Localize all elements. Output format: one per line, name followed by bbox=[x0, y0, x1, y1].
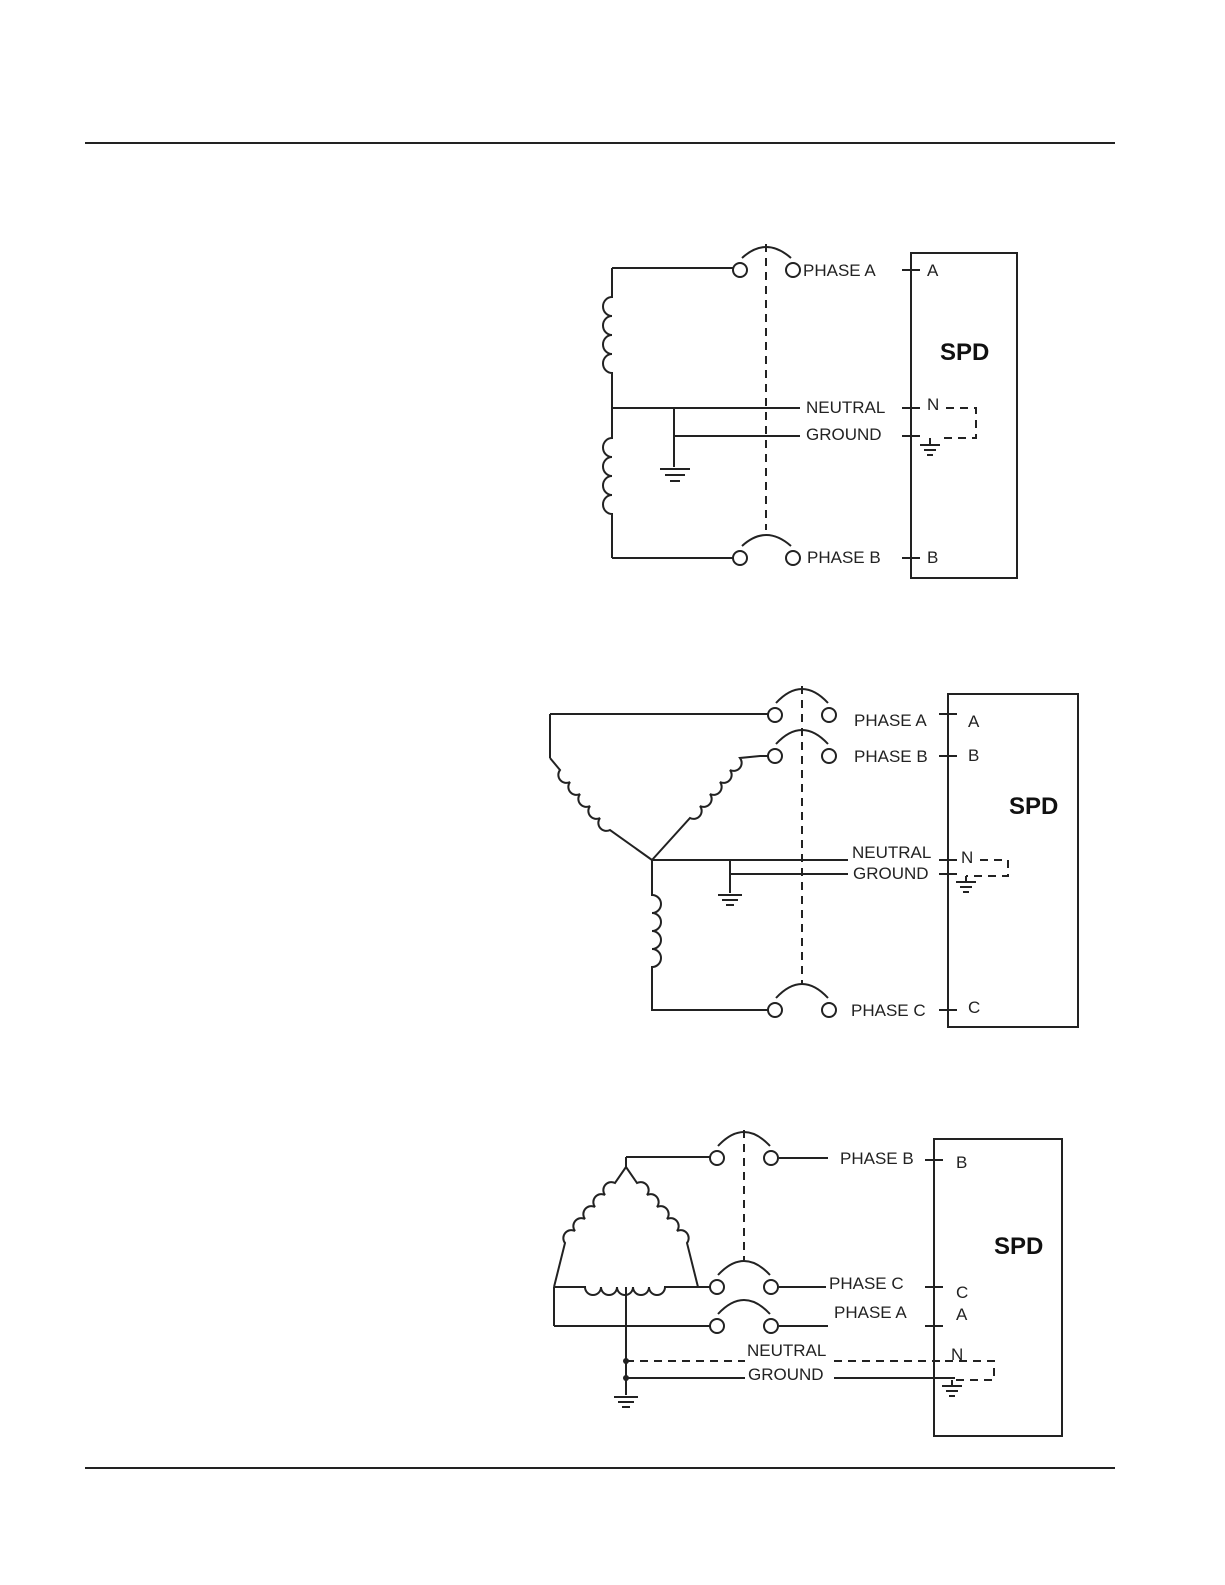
spd-label: SPD bbox=[940, 339, 989, 366]
terminal-a-label: A bbox=[956, 1305, 968, 1324]
label-neutral: NEUTRAL bbox=[747, 1341, 826, 1360]
terminal-c-label: C bbox=[956, 1283, 968, 1302]
delta-coil-right bbox=[626, 1167, 698, 1287]
transformer-coil-lower bbox=[603, 408, 612, 558]
transformer-coil-upper bbox=[603, 268, 612, 408]
terminal-b-label: B bbox=[968, 746, 979, 765]
terminal-n-label: N bbox=[961, 848, 973, 867]
diagram-wye: PHASE A PHASE B NEUTRAL GROUND PHASE C S… bbox=[550, 686, 1078, 1027]
breaker-c-terminal-right bbox=[764, 1280, 778, 1294]
spd-box bbox=[911, 253, 1017, 578]
spd-label: SPD bbox=[994, 1233, 1043, 1260]
diagram-delta: PHASE B PHASE C PHASE A NEUTRAL GROUND S… bbox=[554, 1130, 1062, 1436]
label-phase-c: PHASE C bbox=[829, 1274, 904, 1293]
terminal-b-label: B bbox=[927, 548, 938, 567]
breaker-b-terminal-right bbox=[786, 551, 800, 565]
breaker-a-terminal-right bbox=[786, 263, 800, 277]
breaker-a-terminal-left bbox=[710, 1319, 724, 1333]
breaker-a-terminal-right bbox=[764, 1319, 778, 1333]
breaker-b-terminal-left bbox=[710, 1151, 724, 1165]
delta-coil-left bbox=[554, 1167, 626, 1287]
label-phase-a: PHASE A bbox=[834, 1303, 907, 1322]
label-neutral: NEUTRAL bbox=[852, 843, 931, 862]
diagram-split-phase: PHASE A NEUTRAL GROUND PHASE B SPD A N B bbox=[603, 244, 1017, 578]
breaker-c-arc bbox=[718, 1261, 770, 1275]
breaker-c-terminal-left bbox=[768, 1003, 782, 1017]
breaker-b-terminal-right bbox=[822, 749, 836, 763]
ground-symbol bbox=[660, 469, 690, 481]
breaker-a-terminal-left bbox=[768, 708, 782, 722]
label-phase-a: PHASE A bbox=[854, 711, 927, 730]
label-phase-b: PHASE B bbox=[854, 747, 928, 766]
label-ground: GROUND bbox=[806, 425, 882, 444]
breaker-a-terminal-right bbox=[822, 708, 836, 722]
breaker-b-arc bbox=[742, 535, 791, 546]
label-ground: GROUND bbox=[853, 864, 929, 883]
ground-symbol bbox=[614, 1397, 638, 1407]
label-phase-c: PHASE C bbox=[851, 1001, 926, 1020]
spd-label: SPD bbox=[1009, 793, 1058, 820]
ground-symbol bbox=[718, 895, 742, 905]
terminal-b-label: B bbox=[956, 1153, 967, 1172]
wye-coil-c bbox=[652, 860, 768, 1010]
breaker-b-terminal-right bbox=[764, 1151, 778, 1165]
breaker-a-terminal-left bbox=[733, 263, 747, 277]
wye-coil-a bbox=[550, 758, 652, 860]
breaker-c-terminal-left bbox=[710, 1280, 724, 1294]
neutral-ground-jumper bbox=[940, 408, 976, 438]
terminal-a-label: A bbox=[968, 712, 980, 731]
breaker-a-arc bbox=[718, 1300, 770, 1314]
label-phase-b: PHASE B bbox=[840, 1149, 914, 1168]
spd-ground-symbol bbox=[942, 1380, 962, 1396]
spd-ground-symbol bbox=[956, 876, 976, 892]
terminal-a-label: A bbox=[927, 261, 939, 280]
terminal-c-label: C bbox=[968, 998, 980, 1017]
breaker-c-terminal-right bbox=[822, 1003, 836, 1017]
label-phase-b: PHASE B bbox=[807, 548, 881, 567]
wye-coil-b bbox=[652, 756, 768, 860]
breaker-b-terminal-left bbox=[768, 749, 782, 763]
terminal-n-label: N bbox=[927, 395, 939, 414]
label-phase-a: PHASE A bbox=[803, 261, 876, 280]
breaker-c-arc bbox=[776, 984, 828, 998]
label-ground: GROUND bbox=[748, 1365, 824, 1384]
label-neutral: NEUTRAL bbox=[806, 398, 885, 417]
spd-ground-symbol bbox=[920, 438, 940, 455]
breaker-b-terminal-left bbox=[733, 551, 747, 565]
